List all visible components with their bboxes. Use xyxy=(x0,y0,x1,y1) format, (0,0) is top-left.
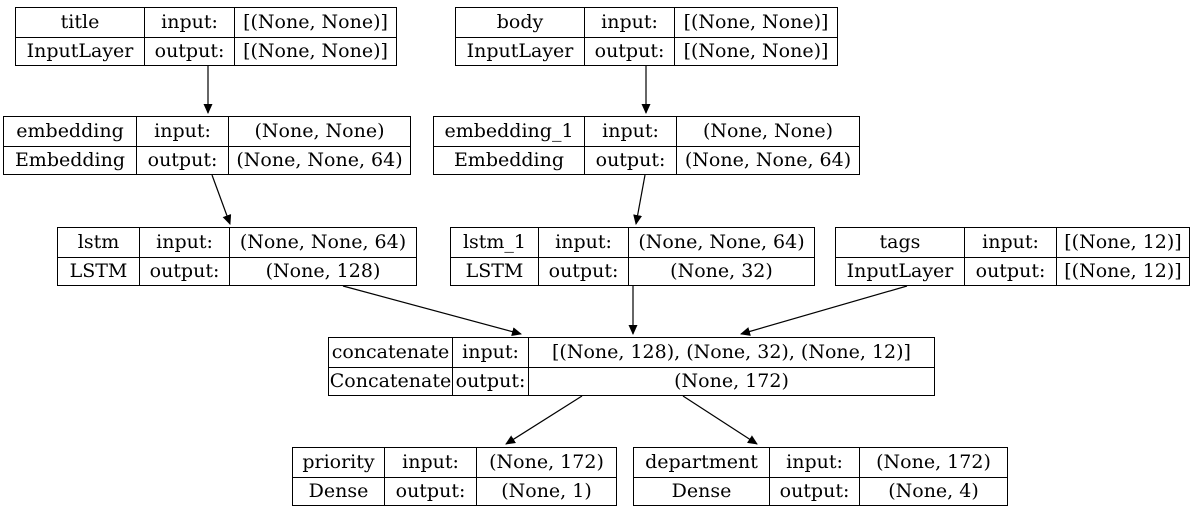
input-shape-cell: [(None, None)] xyxy=(234,8,396,37)
layer-name-cell: concatenate xyxy=(331,340,450,363)
input-shape-cell: (None, None, 64) xyxy=(229,228,416,257)
output-label-cell: output: xyxy=(384,476,476,505)
output-label-cell: output: xyxy=(769,476,859,505)
edge-embedding_1-to-lstm_1 xyxy=(633,174,646,225)
layer-node-tags: tags input: [(None, 12)] InputLayer outp… xyxy=(835,227,1190,286)
input-label-cell: input: xyxy=(452,338,528,367)
input-label-cell: input: xyxy=(538,228,628,257)
input-shape-cell: [(None, 128), (None, 32), (None, 12)] xyxy=(528,338,934,367)
input-label-cell: input: xyxy=(584,117,676,146)
input-label-cell: input: xyxy=(144,8,234,37)
output-label-cell: output: xyxy=(964,256,1056,285)
input-label-cell: input: xyxy=(584,8,674,37)
output-label-cell: output: xyxy=(144,36,234,65)
edge-lstm-to-concatenate xyxy=(342,285,522,337)
output-shape-cell: [(None, None)] xyxy=(234,36,396,65)
input-shape-cell: (None, None) xyxy=(676,117,859,146)
output-shape-cell: (None, 172) xyxy=(528,366,934,395)
output-label-cell: output: xyxy=(136,145,228,174)
output-shape-cell: (None, 1) xyxy=(476,476,616,505)
layer-name-cell: embedding xyxy=(16,119,124,142)
output-shape-cell: (None, None, 64) xyxy=(228,145,410,174)
layer-class-cell: Embedding xyxy=(434,145,584,175)
output-shape-cell: (None, 4) xyxy=(859,476,1007,505)
layer-node-title: title input: [(None, None)] InputLayer o… xyxy=(15,7,397,66)
edge-embedding-to-lstm xyxy=(211,174,232,225)
output-shape-cell: (None, None, 64) xyxy=(676,145,859,174)
edge-concatenate-to-priority xyxy=(505,395,583,445)
output-label-cell: output: xyxy=(584,36,674,65)
layer-class-cell: Concatenate xyxy=(329,366,452,396)
layer-name-cell: lstm_1 xyxy=(462,230,527,253)
output-label-cell: output: xyxy=(538,256,628,285)
layer-class-cell: InputLayer xyxy=(456,36,584,66)
layer-node-department: department input: (None, 172) Dense outp… xyxy=(633,447,1008,506)
layer-node-embedding_1: embedding_1 input: (None, None) Embeddin… xyxy=(433,116,860,175)
layer-node-lstm_1: lstm_1 input: (None, None, 64) LSTM outp… xyxy=(450,227,815,286)
input-shape-cell: [(None, None)] xyxy=(674,8,837,37)
layer-name-cell: priority xyxy=(302,450,375,473)
layer-name-cell: body xyxy=(496,10,544,33)
layer-name-cell: lstm xyxy=(77,230,120,253)
layer-class-cell: InputLayer xyxy=(16,36,144,66)
output-shape-cell: (None, 128) xyxy=(229,256,416,285)
output-shape-cell: (None, 32) xyxy=(628,256,814,285)
layer-node-embedding: embedding input: (None, None) Embedding … xyxy=(3,116,411,175)
input-label-cell: input: xyxy=(769,448,859,477)
input-label-cell: input: xyxy=(136,117,228,146)
output-label-cell: output: xyxy=(139,256,229,285)
input-shape-cell: (None, 172) xyxy=(859,448,1007,477)
layer-name-cell: tags xyxy=(879,230,921,253)
layer-node-lstm: lstm input: (None, None, 64) LSTM output… xyxy=(57,227,417,286)
edge-tags-to-concatenate xyxy=(740,285,908,336)
layer-class-cell: Embedding xyxy=(4,145,136,175)
layer-node-concatenate: concatenate input: [(None, 128), (None, … xyxy=(328,337,935,396)
layer-name-cell: department xyxy=(645,450,758,473)
layer-name-cell: embedding_1 xyxy=(444,119,574,142)
output-shape-cell: [(None, None)] xyxy=(674,36,837,65)
input-label-cell: input: xyxy=(384,448,476,477)
input-label-cell: input: xyxy=(139,228,229,257)
layer-class-cell: InputLayer xyxy=(836,256,964,286)
output-label-cell: output: xyxy=(584,145,676,174)
edge-concatenate-to-department xyxy=(682,395,758,445)
layer-class-cell: Dense xyxy=(634,476,769,506)
layer-class-cell: LSTM xyxy=(58,256,139,286)
output-shape-cell: [(None, 12)] xyxy=(1056,256,1189,285)
layer-class-cell: LSTM xyxy=(451,256,538,286)
input-shape-cell: (None, None, 64) xyxy=(628,228,814,257)
input-label-cell: input: xyxy=(964,228,1056,257)
layer-name-cell: title xyxy=(60,10,100,33)
layer-class-cell: Dense xyxy=(293,476,384,506)
output-label-cell: output: xyxy=(452,366,528,395)
input-shape-cell: (None, None) xyxy=(228,117,410,146)
layer-node-priority: priority input: (None, 172) Dense output… xyxy=(292,447,617,506)
input-shape-cell: (None, 172) xyxy=(476,448,616,477)
input-shape-cell: [(None, 12)] xyxy=(1056,228,1189,257)
layer-node-body: body input: [(None, None)] InputLayer ou… xyxy=(455,7,838,66)
